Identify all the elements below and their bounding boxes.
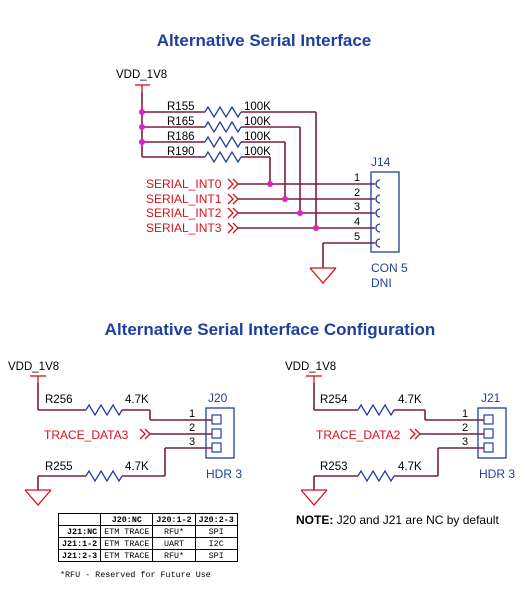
- junction-dot: [267, 181, 273, 187]
- junction-dot: [297, 210, 303, 216]
- resistor-r165: R165 100K: [142, 116, 301, 213]
- ground-symbol-right: [300, 489, 328, 506]
- r155-ref: R155: [167, 101, 195, 113]
- table-cell: SPI: [194, 549, 238, 562]
- table-cell: ETM TRACE: [100, 525, 154, 538]
- table-header: J20:1-2: [152, 513, 196, 526]
- junction-dot: [139, 139, 145, 145]
- j14-pin-5: 5: [354, 231, 360, 243]
- r165-value: 100K: [244, 116, 271, 128]
- j14-pin-3: 3: [354, 201, 360, 213]
- j20-pin-2: 2: [189, 422, 195, 434]
- j14-pin-4: 4: [354, 216, 360, 228]
- table-row-header: J21:1-2: [57, 537, 102, 550]
- table-header-row: J20:NC J20:1-2 J20:2-3: [57, 513, 238, 526]
- r256-value: 4.7K: [125, 394, 149, 406]
- table-cell: ETM TRACE: [100, 549, 154, 562]
- svg-text:SERIAL_INT0: SERIAL_INT0: [146, 177, 222, 191]
- vdd-label-top: VDD_1V8: [116, 69, 167, 81]
- table-cell: ETM TRACE: [100, 537, 154, 550]
- resistor-r190: R190 100K: [142, 146, 271, 184]
- table-row-header: J21:2-3: [57, 549, 102, 562]
- signal-trace-data2: TRACE_DATA2: [316, 428, 401, 442]
- r190-value: 100K: [244, 146, 271, 158]
- j14-pin-1: 1: [354, 172, 360, 184]
- signal-serial-int3: SERIAL_INT3: [146, 221, 375, 235]
- r255-ref: R255: [45, 461, 73, 473]
- vdd-label-right: VDD_1V8: [285, 361, 336, 373]
- r253-ref: R253: [320, 461, 348, 473]
- left-circuit: VDD_1V8 R256 4.7K TRACE_DATA3 R255 4.7K …: [8, 361, 242, 506]
- vdd-label-left: VDD_1V8: [8, 361, 59, 373]
- junction-dot: [313, 225, 319, 231]
- r186-value: 100K: [244, 131, 271, 143]
- jumper-config-table: J20:NC J20:1-2 J20:2-3 J21:NC ETM TRACE …: [57, 513, 238, 562]
- header-j21: J21 HDR 3: [477, 391, 515, 481]
- signal-serial-int0: SERIAL_INT0: [146, 177, 375, 191]
- svg-text:SERIAL_INT1: SERIAL_INT1: [146, 192, 222, 206]
- junction-dot: [139, 109, 145, 115]
- r186-ref: R186: [167, 131, 195, 143]
- junction-dot: [282, 196, 288, 202]
- table-cell: RFU*: [152, 549, 196, 562]
- title-bottom: Alternative Serial Interface Configurati…: [105, 320, 436, 339]
- r254-ref: R254: [320, 394, 348, 406]
- r256-ref: R256: [45, 394, 73, 406]
- j21-pin-1: 1: [462, 408, 468, 420]
- ground-symbol-top: [309, 267, 337, 284]
- svg-text:DNI: DNI: [371, 276, 392, 290]
- j14-pin-2: 2: [354, 187, 360, 199]
- j20-pin-1: 1: [189, 408, 195, 420]
- connector-j14: J14 CON 5 DNI: [370, 155, 408, 290]
- title-top: Alternative Serial Interface: [157, 31, 371, 50]
- table-cell: RFU*: [152, 525, 196, 538]
- signal-trace-data3: TRACE_DATA3: [44, 428, 129, 442]
- table-cell: I2C: [194, 537, 238, 550]
- header-j20: J20 HDR 3: [205, 391, 242, 481]
- svg-text:HDR 3: HDR 3: [206, 467, 242, 481]
- svg-text:SERIAL_INT3: SERIAL_INT3: [146, 221, 222, 235]
- junction-dot: [139, 124, 145, 130]
- table-cell: SPI: [194, 525, 238, 538]
- r190-ref: R190: [167, 146, 195, 158]
- table-cell: UART: [152, 537, 196, 550]
- r254-value: 4.7K: [398, 394, 422, 406]
- svg-text:HDR 3: HDR 3: [479, 467, 515, 481]
- r165-ref: R165: [167, 116, 195, 128]
- table-row: J21:1-2 ETM TRACE UART I2C: [57, 537, 238, 550]
- r253-value: 4.7K: [398, 461, 422, 473]
- j21-pin-2: 2: [462, 422, 468, 434]
- r255-value: 4.7K: [125, 461, 149, 473]
- svg-text:J14: J14: [371, 155, 391, 169]
- svg-text:SERIAL_INT2: SERIAL_INT2: [146, 206, 222, 220]
- signal-serial-int1: SERIAL_INT1: [146, 192, 375, 206]
- table-row-header: J21:NC: [57, 525, 102, 538]
- j20-pin-3: 3: [189, 436, 195, 448]
- svg-text:J20: J20: [208, 391, 228, 405]
- table-header: J20:NC: [100, 513, 154, 526]
- table-header: J20:2-3: [194, 513, 238, 526]
- table-row: J21:2-3 ETM TRACE RFU* SPI: [57, 549, 238, 562]
- svg-text:CON 5: CON 5: [371, 261, 408, 275]
- note-text: NOTE: J20 and J21 are NC by default: [296, 513, 499, 527]
- rfu-footnote: *RFU - Reserved for Future Use: [60, 570, 211, 580]
- resistor-r186: R186 100K: [142, 131, 286, 199]
- j21-pin-3: 3: [462, 436, 468, 448]
- table-corner: [57, 513, 102, 526]
- table-row: J21:NC ETM TRACE RFU* SPI: [57, 525, 238, 538]
- signal-serial-int2: SERIAL_INT2: [146, 206, 375, 220]
- resistor-r155: R155 100K: [142, 101, 317, 228]
- top-circuit: VDD_1V8 R155 100K R165 100K R186 1: [116, 69, 408, 290]
- right-circuit: VDD_1V8 R254 4.7K TRACE_DATA2 R253 4.7K …: [285, 361, 515, 506]
- svg-text:J21: J21: [481, 391, 501, 405]
- r155-value: 100K: [244, 101, 271, 113]
- ground-symbol-left: [24, 489, 52, 506]
